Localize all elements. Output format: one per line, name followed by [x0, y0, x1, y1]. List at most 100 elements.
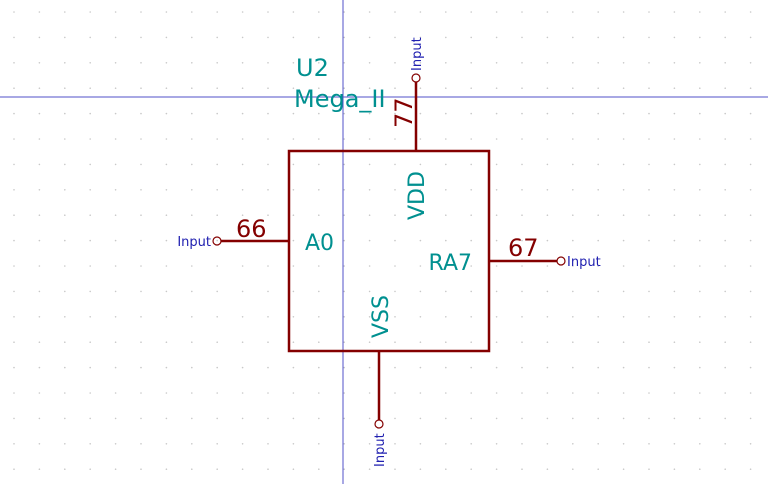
grid-dot [699, 214, 701, 216]
symbol-value-field[interactable]: Mega_II [294, 85, 386, 113]
pin-end-circle [556, 256, 566, 266]
grid-dot [648, 366, 650, 369]
pin-vss[interactable]: Input VSS [369, 295, 394, 467]
pin-type-label: Input [567, 255, 601, 270]
grid-dot [191, 138, 193, 140]
grid-dot [749, 239, 752, 242]
grid-dot [419, 392, 422, 394]
grid-dot [165, 87, 168, 89]
grid-dot [622, 189, 625, 191]
grid-dot [191, 87, 193, 89]
grid-dot [292, 392, 295, 394]
grid-dot [445, 366, 447, 369]
grid-dot [495, 316, 498, 318]
grid-dot [648, 214, 650, 216]
grid-dot [292, 265, 295, 267]
grid-dot [89, 316, 91, 318]
grid-dot [648, 239, 650, 242]
grid-dot [368, 290, 371, 293]
grid-dot [699, 189, 701, 191]
grid-dot [470, 214, 473, 216]
grid-dot [724, 239, 726, 242]
grid-dot [114, 138, 117, 140]
grid-dot [318, 62, 320, 64]
grid-dot [191, 392, 193, 394]
grid-dot [470, 265, 473, 267]
grid-dot [114, 341, 117, 344]
grid-dot [267, 87, 269, 89]
grid-dot [140, 366, 142, 369]
grid-dot [292, 239, 295, 242]
grid-dot [394, 36, 396, 39]
grid-dot [521, 214, 523, 216]
grid-dot [699, 36, 701, 39]
grid-dot [191, 341, 193, 344]
grid-dot [89, 87, 91, 89]
grid-dot [241, 112, 244, 115]
grid-dot [216, 316, 218, 318]
grid-dot [597, 138, 599, 140]
grid-dot [419, 239, 422, 242]
grid-dot [114, 163, 117, 166]
grid-dot [572, 265, 574, 267]
grid-dot [343, 11, 346, 13]
grid-dot [572, 87, 574, 89]
grid-dot [648, 316, 650, 318]
grid-dot [267, 417, 269, 420]
grid-dot [470, 417, 473, 420]
symbol-reference-field[interactable]: U2 [296, 54, 329, 82]
grid-dot [38, 341, 41, 344]
grid-dot [318, 163, 320, 166]
grid-dot [419, 138, 422, 140]
grid-dot [648, 417, 650, 420]
grid-dot [216, 11, 218, 13]
grid-dot [368, 163, 371, 166]
grid-dot [495, 366, 498, 369]
grid-dot [521, 36, 523, 39]
grid-dot [241, 11, 244, 13]
grid-dot [546, 341, 549, 344]
grid-dot [419, 265, 422, 267]
grid-dot [292, 214, 295, 216]
grid-dot [673, 36, 676, 39]
pin-vdd[interactable]: Input 77 VDD [390, 37, 430, 220]
grid-dot [724, 468, 726, 471]
grid-dot [673, 239, 676, 242]
pin-a0[interactable]: Input 66 A0 [177, 215, 334, 256]
grid-dot [165, 163, 168, 166]
grid-dot [394, 189, 396, 191]
grid-dot [241, 316, 244, 318]
grid-dot [445, 290, 447, 293]
grid-dot [445, 87, 447, 89]
grid-dot [114, 366, 117, 369]
grid-dot [572, 239, 574, 242]
grid-dot [64, 417, 66, 420]
grid-dot [13, 138, 15, 140]
grid-dot [546, 265, 549, 267]
grid-dot [267, 265, 269, 267]
grid-dot [165, 239, 168, 242]
grid-dot [572, 468, 574, 471]
grid-dot [140, 341, 142, 344]
grid-dot [470, 316, 473, 318]
grid-dot [318, 189, 320, 191]
grid-dot [597, 214, 599, 216]
grid-dot [673, 163, 676, 166]
grid-dot [64, 316, 66, 318]
grid-dot [521, 87, 523, 89]
grid-dot [140, 138, 142, 140]
grid-dot [191, 36, 193, 39]
grid-dot [13, 417, 15, 420]
grid-dot [267, 214, 269, 216]
grid-dot [597, 290, 599, 293]
pin-ra7[interactable]: Input 67 RA7 [429, 234, 601, 276]
grid-dot [724, 341, 726, 344]
grid-dot [140, 87, 142, 89]
grid-dot [724, 62, 726, 64]
grid-dot [470, 189, 473, 191]
grid-dot [445, 163, 447, 166]
grid-dot [114, 392, 117, 394]
grid-dot [64, 112, 66, 115]
symbol-body[interactable] [287, 149, 491, 353]
